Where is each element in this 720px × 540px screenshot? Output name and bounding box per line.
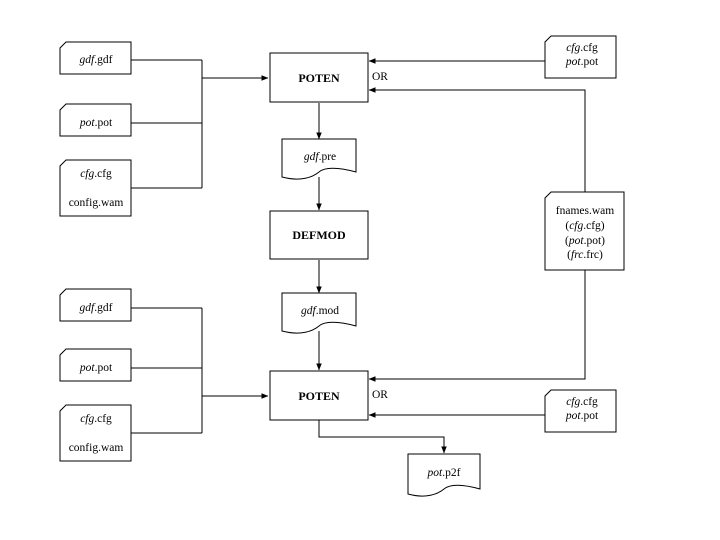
document-gdf-pre: gdf.pre [281,138,357,180]
process-poten-bottom: POTEN [269,370,369,421]
file-label: pot.pot [565,56,599,68]
connectors [131,58,586,454]
file-label: fnames.wam [556,205,614,217]
document-label: pot.p2f [427,467,461,479]
document-pot-p2f: pot.p2f [407,453,481,497]
or-label-bottom: OR [372,389,388,401]
file-pot-pot-bottom: pot.pot [59,348,132,382]
file-label: cfg.cfg [80,413,112,425]
file-label: config.wam [69,197,124,209]
file-label: pot.pot [79,362,113,374]
file-cfg-pot-alt-bottom: cfg.cfg pot.pot [544,389,617,433]
file-label: (pot.pot) [565,235,605,247]
file-label: (cfg.cfg) [565,220,604,232]
file-label: pot.pot [79,117,113,129]
file-cfg-pot-alt-top: cfg.cfg pot.pot [544,35,617,79]
document-label: gdf.pre [304,151,336,163]
or-label-top: OR [372,71,388,83]
process-label: DEFMOD [292,228,346,242]
process-label: POTEN [298,389,340,403]
file-label: gdf.gdf [80,302,113,314]
file-cfg-config-top: cfg.cfg config.wam [59,159,132,217]
file-label: pot.pot [565,410,599,422]
file-label: (frc.frc) [567,249,603,261]
file-fnames-wam: fnames.wam (cfg.cfg) (pot.pot) (frc.frc) [544,191,625,271]
arrow-poten-to-p2f [318,420,447,454]
file-gdf-gdf-top: gdf.gdf [59,41,132,75]
document-gdf-mod: gdf.mod [281,292,357,334]
file-label: cfg.cfg [566,396,598,408]
arrow-fnames-to-poten-bottom [368,270,586,382]
process-defmod: DEFMOD [269,210,369,260]
file-label: config.wam [69,442,124,454]
process-label: POTEN [298,71,340,85]
document-label: gdf.mod [301,305,339,317]
file-label: gdf.gdf [80,54,113,66]
process-poten-top: POTEN [269,52,369,103]
file-label: cfg.cfg [566,42,598,54]
file-pot-pot-top: pot.pot [59,103,132,137]
file-label: cfg.cfg [80,168,112,180]
file-cfg-config-bottom: cfg.cfg config.wam [59,404,132,462]
file-gdf-gdf-bottom: gdf.gdf [59,288,132,322]
arrow-fnames-to-poten-top [368,87,586,192]
